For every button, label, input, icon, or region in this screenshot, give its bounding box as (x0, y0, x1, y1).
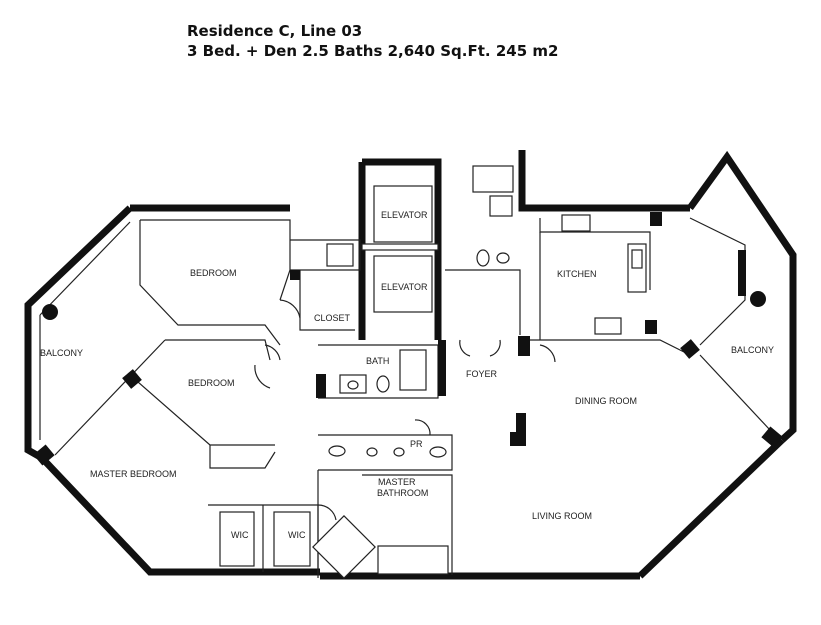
label-wic-1: WIC (231, 530, 249, 540)
label-closet: CLOSET (314, 313, 351, 323)
label-elevator-2: ELEVATOR (381, 282, 428, 292)
column-left (42, 304, 58, 320)
label-bedroom-2: BEDROOM (188, 378, 235, 388)
toilet-bath (376, 375, 390, 393)
shower-fixture (312, 515, 376, 579)
label-master-bedroom: MASTER BEDROOM (90, 469, 177, 479)
column-right (750, 291, 766, 307)
room-labels: BEDROOM BEDROOM MASTER BEDROOM CLOSET BA… (40, 210, 774, 540)
title-specs: 3 Bed. + Den 2.5 Baths 2,640 Sq.Ft. 245 … (187, 42, 559, 60)
label-bath: BATH (366, 356, 389, 366)
master-tub (377, 545, 449, 575)
wall-blocks (33, 212, 783, 466)
stove-fixture (594, 317, 622, 335)
toilet-powder (476, 249, 490, 267)
label-bedroom-1: BEDROOM (190, 268, 237, 278)
bathtub-fixture (399, 349, 427, 391)
label-elevator-1: ELEVATOR (381, 210, 428, 220)
label-wic-2: WIC (288, 530, 306, 540)
plan-title: Residence C, Line 03 3 Bed. + Den 2.5 Ba… (187, 21, 558, 61)
fixtures (42, 165, 766, 579)
label-pr: PR (410, 439, 423, 449)
washer-fixture (326, 243, 354, 267)
label-foyer: FOYER (466, 369, 498, 379)
label-living-room: LIVING ROOM (532, 511, 592, 521)
label-kitchen: KITCHEN (557, 269, 597, 279)
title-residence: Residence C, Line 03 (187, 22, 363, 40)
label-balcony-left: BALCONY (40, 348, 83, 358)
label-master-bathroom-2: BATHROOM (377, 488, 428, 498)
label-balcony-right: BALCONY (731, 345, 774, 355)
label-master-bathroom-1: MASTER (378, 477, 416, 487)
label-dining-room: DINING ROOM (575, 396, 637, 406)
elevators (361, 185, 439, 313)
doors (254, 299, 556, 521)
